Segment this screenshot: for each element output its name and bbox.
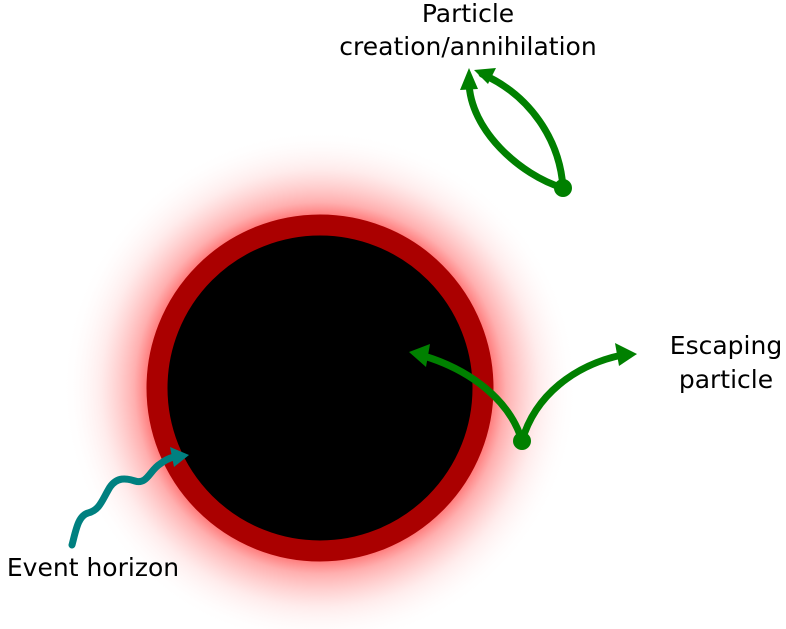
escaping-pair-origin-dot (513, 432, 531, 450)
escaping-particle-label-line2: particle (679, 365, 773, 394)
black-hole (168, 236, 472, 540)
escaping-arrowhead (615, 343, 637, 366)
virtual-pair-arrowhead-left (460, 68, 478, 90)
event-horizon-label: Event horizon (7, 553, 179, 582)
virtual-pair-loop (465, 70, 567, 192)
escaping-particle-path (518, 351, 626, 445)
event-horizon-pointer-arrowhead (170, 447, 189, 467)
virtual-pair-right-arc (478, 70, 567, 192)
particle-creation-label-line1: Particle (422, 0, 514, 28)
particle-creation-label-line2: creation/annihilation (339, 32, 596, 61)
escaping-particle-label-line1: Escaping (670, 331, 782, 360)
event-horizon-pointer (68, 453, 178, 549)
infalling-particle-path (420, 352, 526, 445)
virtual-pair-origin-dot (554, 179, 572, 197)
virtual-pair-arrowhead-right (474, 68, 496, 84)
virtual-pair-left-arc (465, 78, 567, 192)
infalling-arrowhead (409, 344, 430, 367)
escaping-pair (420, 351, 626, 445)
